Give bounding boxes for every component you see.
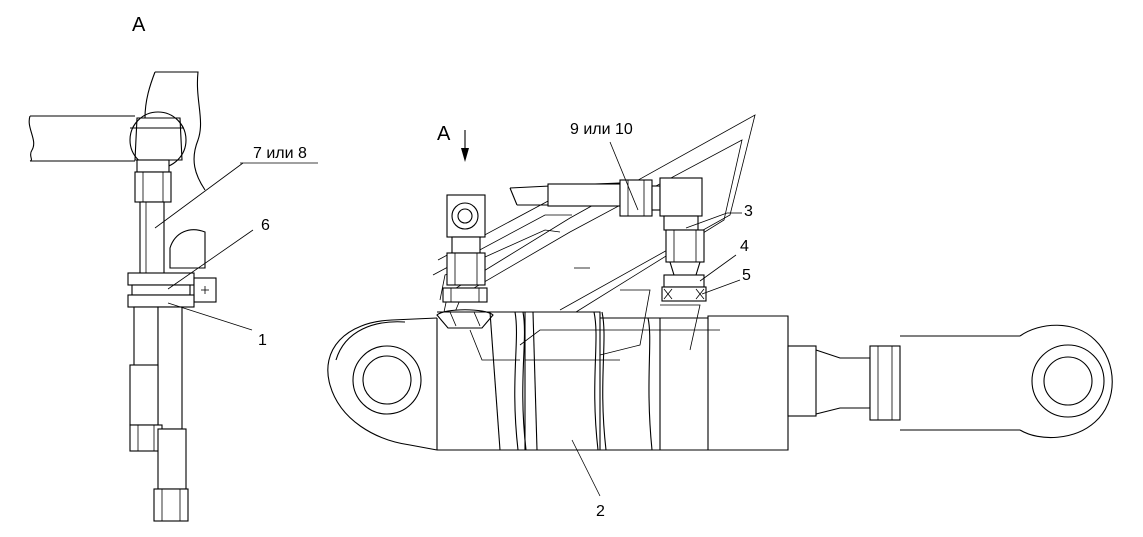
clamp-plate — [127, 272, 195, 286]
hose-lower-right — [157, 306, 183, 430]
rod-eye-bore — [1043, 356, 1093, 406]
elbow-nut — [136, 159, 170, 173]
leader-6 — [167, 229, 254, 290]
hose-nut — [134, 171, 172, 203]
callout-3: 3 — [744, 203, 753, 220]
hose-sleeve-right — [157, 428, 187, 490]
leader-9-10 — [609, 141, 639, 211]
upper-hose-sleeve — [547, 183, 621, 207]
hose-end-nut-right — [153, 488, 189, 522]
rod-eye-outer — [1031, 344, 1105, 418]
leader-7-8 — [154, 162, 244, 229]
view-arrow-head — [461, 148, 469, 162]
seal-5 — [661, 286, 707, 302]
horizontal-pipe — [30, 115, 135, 162]
rear-eye-bore — [362, 355, 412, 405]
rear-eye-housing — [327, 317, 438, 451]
leader-1 — [167, 302, 253, 331]
leader-3 — [685, 212, 728, 229]
rod-nut — [869, 345, 901, 421]
callout-2: 2 — [596, 503, 605, 520]
rod-end — [900, 335, 1020, 431]
callout-5: 5 — [742, 267, 751, 284]
hose-lower-left — [133, 306, 159, 368]
cylinder-mid — [525, 311, 601, 451]
rear-eye-outer — [352, 345, 422, 415]
leader-5 — [701, 279, 741, 295]
break-line-1 — [514, 311, 527, 451]
callout-9-10: 9 или 10 — [570, 121, 633, 138]
break-line-2 — [593, 311, 607, 451]
view-label-a-arrow: A — [437, 123, 451, 145]
right-elbow-nut — [665, 229, 705, 263]
bracket-fragment — [169, 229, 206, 269]
callout-7-8: 7 или 8 — [253, 145, 307, 162]
clamp-spacer — [131, 284, 191, 296]
callout-6: 6 — [261, 217, 270, 234]
clamp-lower — [127, 294, 195, 308]
left-elbow — [446, 194, 486, 238]
cylinder-view: A — [327, 114, 1113, 520]
elbow-fitting — [130, 117, 184, 161]
side-view-a: A — [28, 14, 318, 522]
cylinder-head — [652, 315, 789, 451]
frame-bracket — [144, 71, 206, 191]
washer-4 — [663, 274, 705, 288]
leader-2 — [571, 439, 601, 497]
callout-1: 1 — [258, 332, 267, 349]
piston-rod — [815, 349, 871, 415]
right-elbow — [659, 177, 703, 217]
leader-4 — [699, 254, 737, 282]
rod-gland — [787, 345, 817, 417]
callout-4: 4 — [740, 238, 749, 255]
rod-eye-housing — [1019, 324, 1113, 439]
view-label-a: A — [132, 14, 146, 36]
pipe-break — [28, 115, 35, 162]
hose-upper — [139, 201, 165, 275]
cylinder-rear — [437, 311, 526, 451]
hose-end-nut-left — [129, 424, 163, 452]
upper-hose-nut — [619, 179, 653, 217]
hose-sleeve — [129, 364, 159, 426]
left-elbow-nut — [446, 252, 486, 286]
